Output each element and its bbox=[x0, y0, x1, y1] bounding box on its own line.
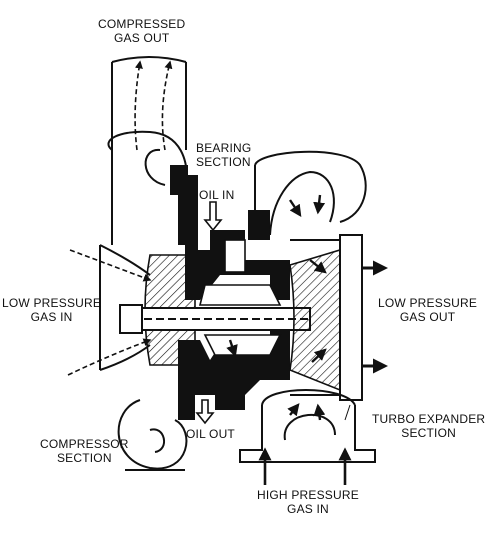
label-oil-in: OIL IN bbox=[199, 188, 235, 202]
shaft bbox=[119, 304, 311, 334]
leader-lines bbox=[344, 404, 351, 421]
oil-arrows bbox=[195, 201, 223, 425]
label-compressed-gas-out: COMPRESSED GAS OUT bbox=[98, 17, 186, 45]
inlet-gas-flow bbox=[67, 249, 152, 376]
expander-wheel bbox=[289, 248, 341, 392]
label-bearing-section: BEARING SECTION bbox=[196, 141, 252, 169]
expander-flow bbox=[226, 194, 327, 421]
label-high-pressure-gas-in: HIGH PRESSURE GAS IN bbox=[257, 488, 359, 516]
bearing-detail bbox=[198, 239, 282, 356]
label-compressor-section: COMPRESSOR SECTION bbox=[40, 437, 129, 465]
compressor-outlet-pipe bbox=[111, 56, 187, 150]
high-pressure-in-arrows bbox=[258, 447, 352, 485]
label-turbo-expander-section: TURBO EXPANDER SECTION bbox=[372, 412, 486, 440]
label-low-pressure-gas-in: LOW PRESSURE GAS IN bbox=[2, 296, 102, 324]
compressed-gas-flow bbox=[134, 60, 173, 151]
gas-out-arrows bbox=[362, 260, 388, 374]
label-oil-out: OIL OUT bbox=[186, 427, 235, 441]
label-low-pressure-gas-out: LOW PRESSURE GAS OUT bbox=[378, 296, 478, 324]
